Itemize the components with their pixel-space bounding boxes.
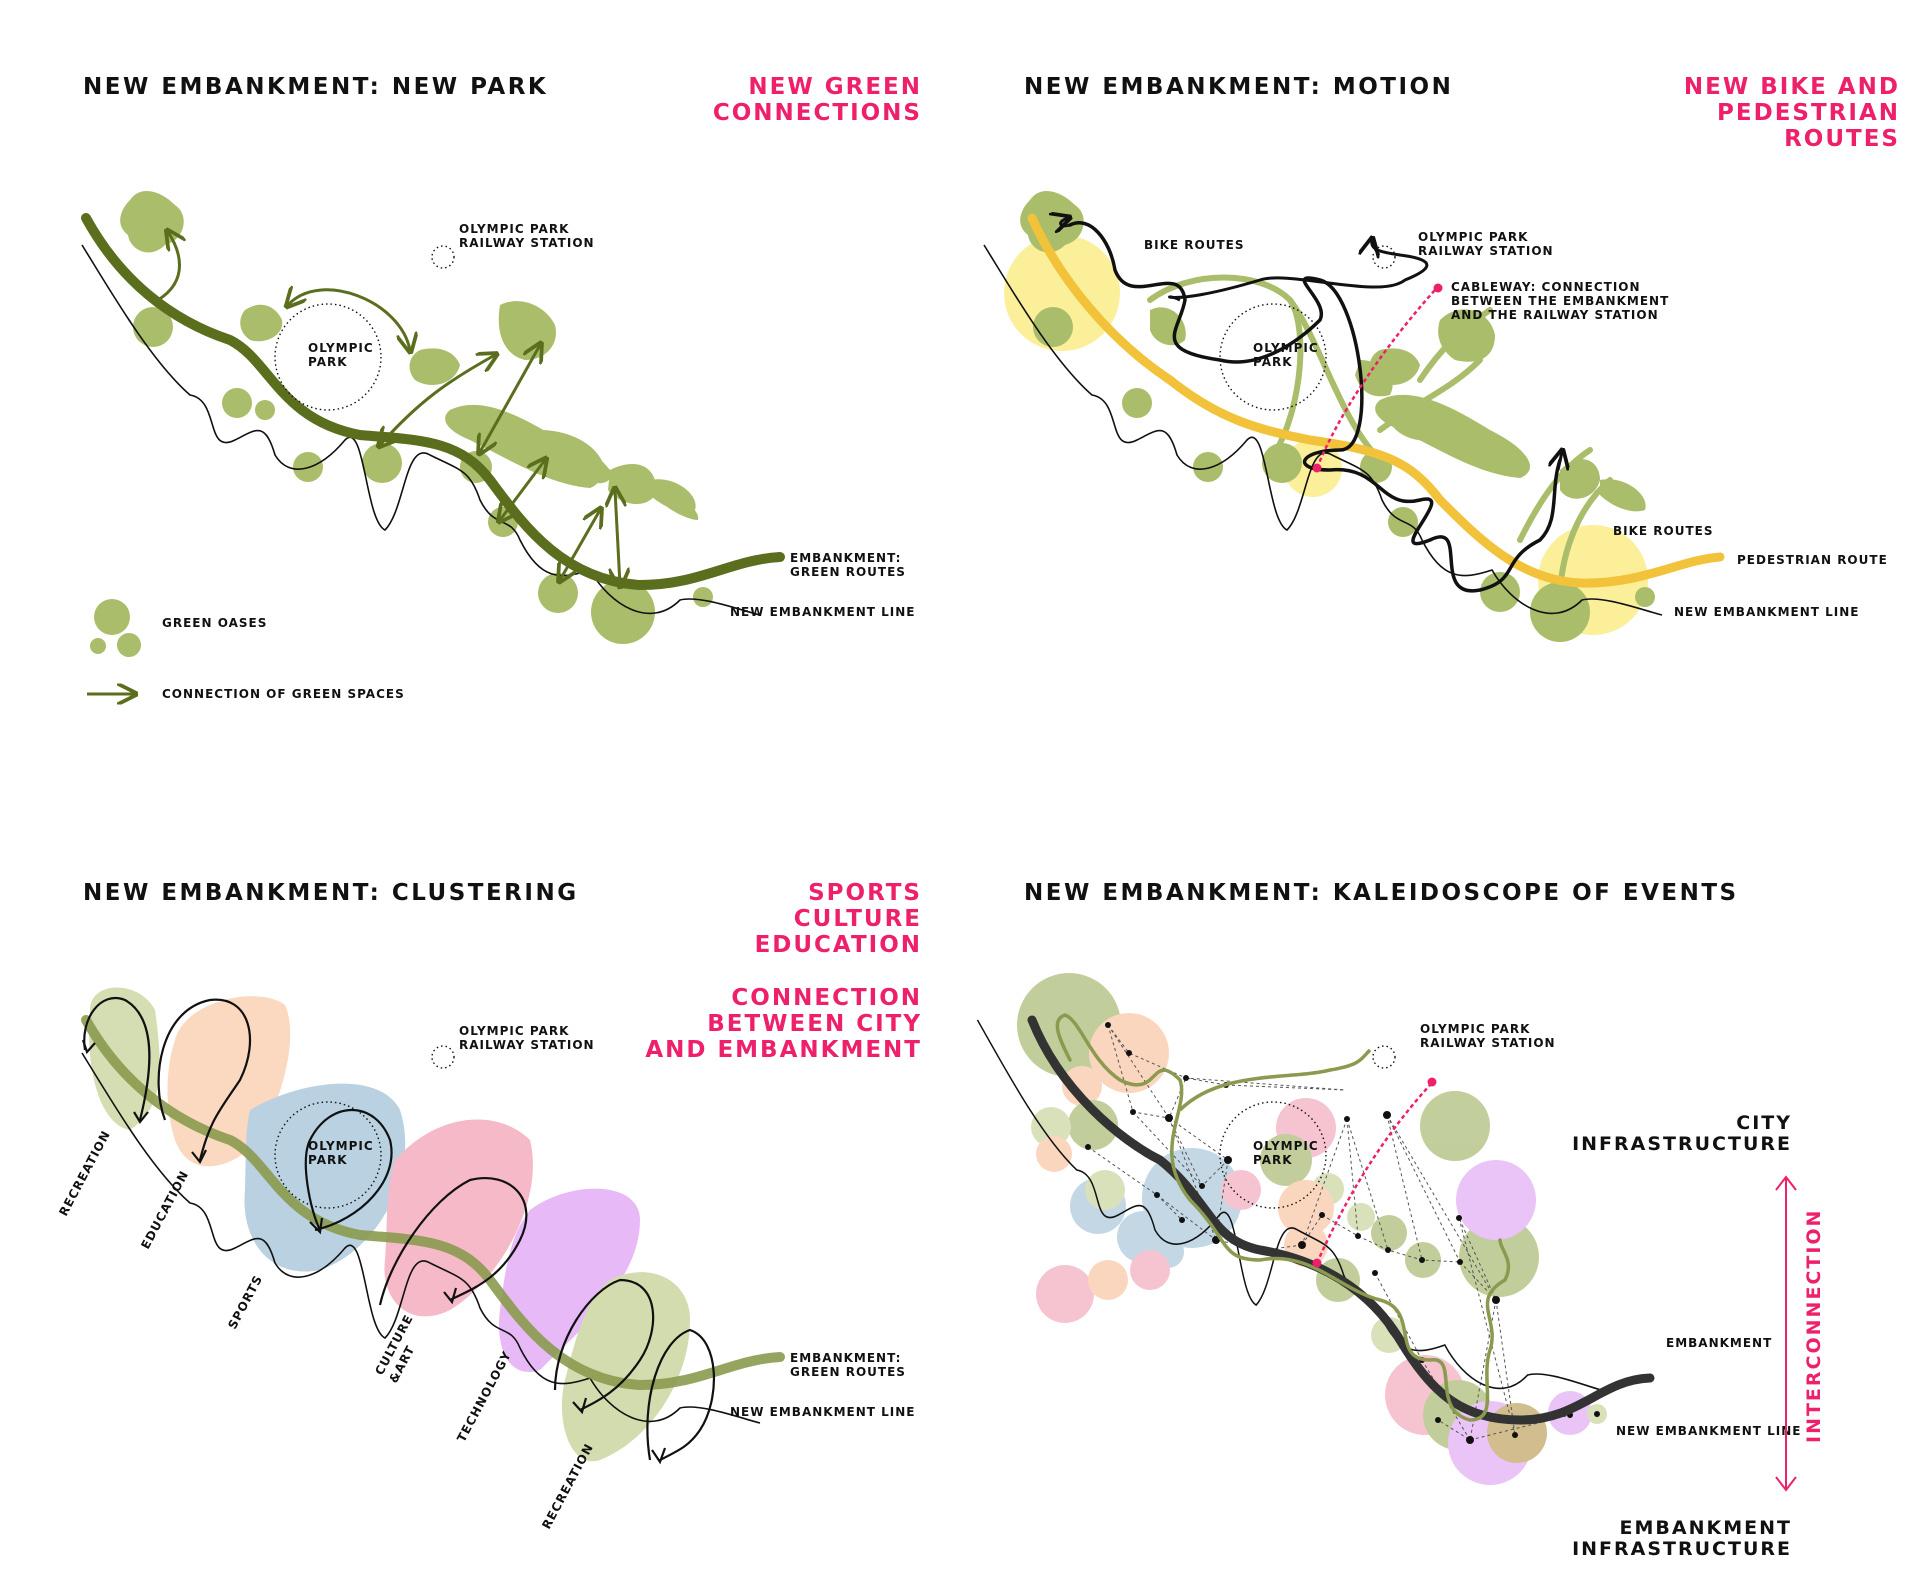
side-line: INFRASTRUCTURE xyxy=(1572,1133,1792,1155)
legend-label: GREEN OASES xyxy=(162,616,267,630)
panel-title: NEW EMBANKMENT: KALEIDOSCOPE OF EVENTS xyxy=(1024,880,1739,906)
accent-line: NEW GREEN xyxy=(748,74,922,100)
bike-routes-label: BIKE ROUTES xyxy=(1613,524,1714,538)
olympic-park-label: PARK xyxy=(308,355,348,369)
new-line-label: NEW EMBANKMENT LINE xyxy=(730,1405,915,1419)
accent-line: CULTURE xyxy=(793,906,922,932)
new-embankment-line xyxy=(976,1019,1602,1391)
bike-routes-label: BIKE ROUTES xyxy=(1144,238,1245,252)
station-label: OLYMPIC PARK xyxy=(459,222,569,236)
accent-line: NEW BIKE AND xyxy=(1683,74,1900,100)
new-line-label: NEW EMBANKMENT LINE xyxy=(1674,605,1859,619)
panel-kaleidoscope: NEW EMBANKMENT: KALEIDOSCOPE OF EVENTS C… xyxy=(960,780,1920,1575)
panel-accent-text: NEW BIKE AND PEDESTRIAN ROUTES xyxy=(1684,74,1900,152)
accent-line: CONNECTION xyxy=(731,985,922,1011)
interconnection-arrow xyxy=(1775,1175,1797,1492)
olive-route xyxy=(1055,1013,1511,1422)
accent-line: EDUCATION xyxy=(754,932,922,958)
kaleidoscope-diagram: OLYMPIC PARK OLYMPIC PARK RAILWAY STATIO… xyxy=(976,973,1825,1492)
bike-route xyxy=(1068,221,1562,593)
olympic-park-label: PARK xyxy=(1253,1153,1293,1167)
green-routes-label: EMBANKMENT: xyxy=(790,1351,901,1365)
olympic-park-label: PARK xyxy=(308,1153,348,1167)
olympic-park-circle xyxy=(1219,1101,1327,1209)
new-line-label: NEW EMBANKMENT LINE xyxy=(730,605,915,619)
panel-title: NEW EMBANKMENT: NEW PARK xyxy=(83,74,549,100)
olympic-park-label: OLYMPIC xyxy=(308,341,374,355)
panel-accent-text: NEW GREEN CONNECTIONS xyxy=(713,74,922,126)
new-embankment-line xyxy=(81,1052,761,1424)
side-line: EMBANKMENT xyxy=(1619,1517,1792,1539)
new-park-diagram: OLYMPIC PARK OLYMPIC PARK RAILWAY STATIO… xyxy=(81,190,915,780)
panel-title: NEW EMBANKMENT: MOTION xyxy=(1024,74,1454,100)
cluster-arrows xyxy=(83,997,715,1461)
olympic-park-circle xyxy=(274,1101,382,1209)
accent-line: SPORTS xyxy=(808,880,922,906)
cluster-label-recreation: RECREATION xyxy=(56,1128,113,1218)
station-label: RAILWAY STATION xyxy=(1420,1036,1556,1050)
interconnection-label: INTERCONNECTION xyxy=(1803,1209,1825,1443)
station-label: OLYMPIC PARK xyxy=(1418,230,1528,244)
motion-diagram: OLYMPIC PARK OLYMPIC PARK RAILWAY STATIO… xyxy=(983,190,1888,642)
cableway xyxy=(1315,1084,1431,1264)
green-blobs xyxy=(1020,190,1655,642)
new-line-label: NEW EMBANKMENT LINE xyxy=(1616,1424,1801,1438)
olive-route xyxy=(1178,1048,1372,1112)
side-line: CITY xyxy=(1736,1112,1792,1134)
new-embankment-line xyxy=(81,244,761,616)
cluster-label-technology: TECHNOLOGY xyxy=(454,1349,514,1445)
station-label: RAILWAY STATION xyxy=(459,1038,595,1052)
cableway xyxy=(1315,289,1436,469)
embankment-label: EMBANKMENT xyxy=(1666,1336,1772,1350)
legend-connections: CONNECTION OF GREEN SPACES xyxy=(87,687,405,701)
cableway-label: CABLEWAY: CONNECTION xyxy=(1451,280,1641,294)
side-line: INFRASTRUCTURE xyxy=(1572,1538,1792,1560)
accent-line: AND EMBANKMENT xyxy=(645,1037,922,1063)
green-routes-label: EMBANKMENT: xyxy=(790,551,901,565)
legend-oases: GREEN OASES xyxy=(90,599,267,657)
green-blobs xyxy=(120,190,713,644)
olympic-park-label: OLYMPIC xyxy=(1253,1139,1319,1153)
cableway-label: BETWEEN THE EMBANKMENT xyxy=(1451,294,1669,308)
station-label: OLYMPIC PARK xyxy=(459,1024,569,1038)
station-label: RAILWAY STATION xyxy=(459,236,595,250)
pedestrian-label: PEDESTRIAN ROUTE xyxy=(1737,553,1888,567)
station-label: OLYMPIC PARK xyxy=(1420,1022,1530,1036)
panel-clustering: NEW EMBANKMENT: CLUSTERING SPORTS CULTUR… xyxy=(0,780,960,1575)
embankment-infrastructure-label: EMBANKMENT INFRASTRUCTURE xyxy=(1572,1518,1792,1560)
green-routes xyxy=(1147,274,1613,603)
accent-line: PEDESTRIAN xyxy=(1717,100,1900,126)
cluster-label-recreation: RECREATION xyxy=(539,1441,596,1531)
accent-line: CONNECTIONS xyxy=(712,100,922,126)
olympic-park-circle xyxy=(1219,303,1327,411)
panel-title: NEW EMBANKMENT: CLUSTERING xyxy=(83,880,579,906)
station-circle xyxy=(1372,1045,1396,1069)
green-routes-label: GREEN ROUTES xyxy=(790,1365,906,1379)
green-routes-label: GREEN ROUTES xyxy=(790,565,906,579)
clusters xyxy=(89,987,690,1462)
green-route xyxy=(81,213,785,591)
station-circle xyxy=(1372,245,1396,269)
panel-accent-text: SPORTS CULTURE EDUCATION xyxy=(755,880,922,958)
cluster-label-sports: SPORTS xyxy=(225,1273,265,1332)
panel-new-park: NEW EMBANKMENT: NEW PARK NEW GREEN CONNE… xyxy=(0,0,960,780)
legend-label: CONNECTION OF GREEN SPACES xyxy=(162,687,405,701)
station-circle xyxy=(431,1045,455,1069)
pedestrian-route xyxy=(1027,213,1725,588)
station-label: RAILWAY STATION xyxy=(1418,244,1554,258)
clustering-diagram: OLYMPIC PARK OLYMPIC PARK RAILWAY STATIO… xyxy=(56,987,915,1531)
accent-line: ROUTES xyxy=(1784,126,1900,152)
olympic-park-label: OLYMPIC xyxy=(308,1139,374,1153)
green-route xyxy=(81,1015,785,1391)
panel-motion: NEW EMBANKMENT: MOTION NEW BIKE AND PEDE… xyxy=(960,0,1920,780)
accent-line: BETWEEN CITY xyxy=(707,1011,922,1037)
cluster-label-education: EDUCATION xyxy=(138,1168,191,1251)
station-circle xyxy=(431,245,455,269)
city-infrastructure-label: CITY INFRASTRUCTURE xyxy=(1572,1113,1792,1155)
embankment-route xyxy=(1027,1015,1655,1425)
event-dots xyxy=(1085,1022,1600,1444)
panel-accent-text: CONNECTION BETWEEN CITY AND EMBANKMENT xyxy=(645,985,922,1063)
connection-arrows xyxy=(157,232,620,585)
cableway-label: AND THE RAILWAY STATION xyxy=(1451,308,1659,322)
